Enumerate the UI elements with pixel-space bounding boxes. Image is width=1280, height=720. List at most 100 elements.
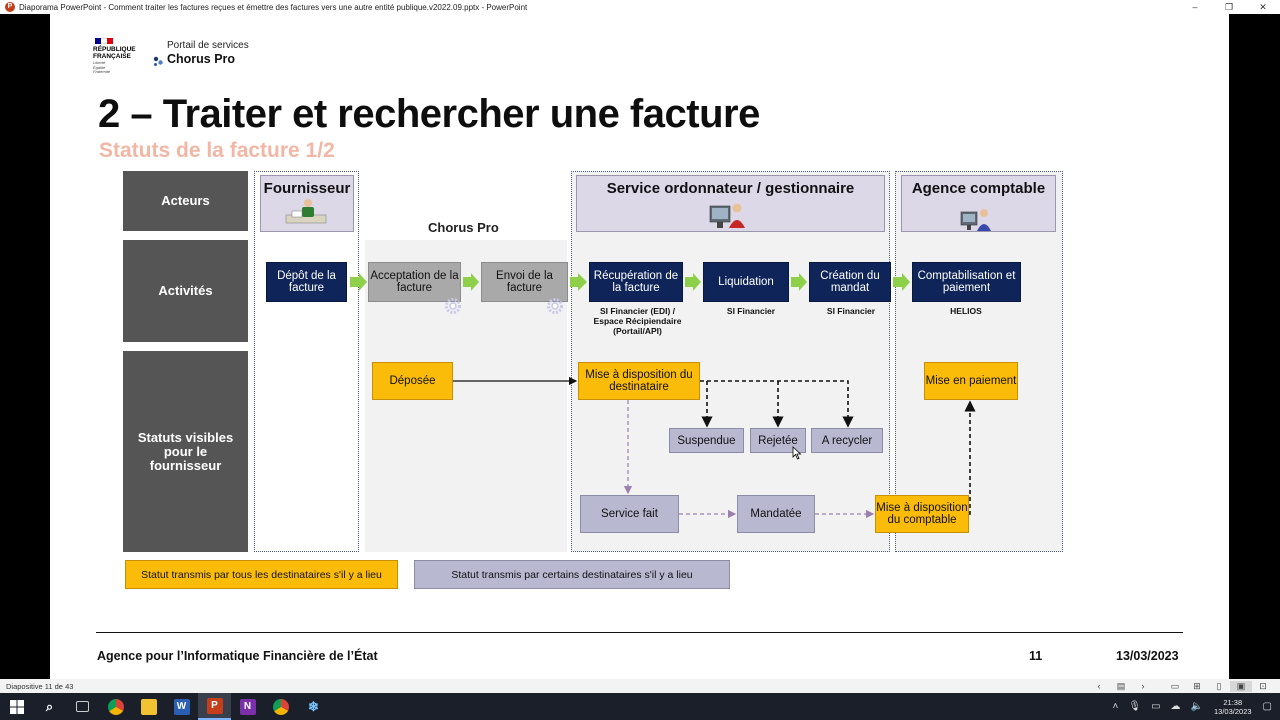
actor-comptable: Agence comptable — [901, 175, 1056, 232]
fit-to-window-icon[interactable]: ⊡ — [1259, 680, 1267, 691]
slide-sorter-icon[interactable]: ⊞ — [1193, 680, 1201, 691]
motto-egalite: Égalité — [93, 64, 106, 70]
window-titlebar: P Diaporama PowerPoint - Comment traiter… — [0, 0, 1280, 14]
word-icon: W — [173, 698, 190, 715]
taskbar-chrome-profile[interactable] — [264, 693, 297, 720]
status-mandatee: Mandatée — [737, 495, 815, 533]
onenote-icon: N — [239, 698, 256, 715]
system-comptabilisation: HELIOS — [950, 306, 982, 316]
rf-line1: RÉPUBLIQUE — [93, 46, 136, 53]
row-header-statuses-l3: fournisseur — [149, 457, 222, 473]
start-button[interactable] — [0, 693, 33, 720]
gear-icon — [547, 298, 563, 314]
status-mise-a-disposition-destinataire: Mise à disposition du destinataire — [578, 362, 700, 400]
activity-comptabilisation: Comptabilisation et paiement — [912, 262, 1021, 302]
taskbar-app[interactable]: ❄ — [297, 693, 330, 720]
status-suspendue: Suspendue — [669, 428, 744, 453]
activity-envoi: Envoi de la facture — [481, 262, 568, 302]
portal-subtitle: Portail de services — [167, 40, 249, 51]
activity-acceptation: Acceptation de la facture — [368, 262, 461, 302]
motto-liberte: Liberté — [93, 60, 106, 65]
actor-ordonnateur-label: Service ordonnateur / gestionnaire — [606, 180, 855, 197]
minimize-button[interactable]: – — [1192, 2, 1198, 12]
previous-slide-icon[interactable]: ‹ — [1097, 681, 1101, 691]
slideshow-view-icon[interactable]: ▣ — [1230, 680, 1252, 692]
system-liquidation: SI Financier — [726, 306, 776, 316]
row-header-statuses-l2: pour le — [163, 443, 208, 459]
computer-user-icon — [709, 203, 745, 228]
supplier-person-icon — [285, 199, 327, 224]
chrome-icon — [107, 698, 124, 715]
footer-page-number: 11 — [1029, 649, 1043, 663]
system-recuperation-l2: Espace Récipiendaire — [593, 316, 682, 326]
notification-icon[interactable]: ▢ — [1262, 701, 1272, 712]
normal-view-icon[interactable]: ▭ — [1170, 680, 1180, 691]
status-rejetee: Rejetée — [750, 428, 806, 453]
republique-francaise-logo: RÉPUBLIQUE FRANÇAISE — [93, 46, 136, 60]
motto-fraternite: Fraternité — [93, 69, 111, 74]
network-icon[interactable]: ▭ — [1151, 701, 1161, 712]
restore-button[interactable]: ❐ — [1224, 1, 1234, 12]
portal-name: Chorus Pro — [167, 52, 236, 66]
footer-divider — [96, 632, 1183, 633]
system-recuperation: SI Financier (EDI) / Espace Récipiendair… — [575, 306, 700, 336]
chevron-up-icon[interactable]: ˄ — [1112, 701, 1119, 712]
slide-canvas[interactable]: RÉPUBLIQUE FRANÇAISE Liberté Égalité Fra… — [50, 14, 1229, 679]
reading-view-icon[interactable]: ▯ — [1216, 680, 1222, 691]
search-button[interactable]: ⌕ — [33, 693, 66, 720]
footer-date: 13/03/2023 — [1116, 649, 1179, 663]
actor-supplier-label: Fournisseur — [263, 180, 351, 197]
volume-icon[interactable]: 🔈 — [1190, 701, 1203, 712]
activity-recuperation: Récupération de la facture — [589, 262, 683, 302]
presentation-left-margin — [0, 14, 50, 679]
comptable-zone — [895, 171, 1063, 552]
close-button[interactable]: ✕ — [1259, 1, 1267, 12]
window-title: Diaporama PowerPoint - Comment traiter l… — [19, 2, 528, 12]
windows-taskbar: ⌕ W P N ❄ ˄ 🎙 ▭ ☁ 🔈 21:38 13/03/2023 ▢ — [0, 693, 1280, 720]
supplier-zone — [254, 171, 359, 552]
row-header-activities: Activités — [123, 240, 248, 342]
row-header-statuses-l1: Statuts visibles — [137, 429, 234, 445]
taskbar-chrome[interactable] — [99, 693, 132, 720]
clock-time: 21:38 — [1223, 697, 1243, 707]
activity-depot: Dépôt de la facture — [266, 262, 347, 302]
taskbar-powerpoint[interactable]: P — [198, 693, 231, 720]
clock-date: 13/03/2023 — [1214, 706, 1252, 716]
windows-logo-icon — [9, 699, 24, 714]
actor-ordonnateur: Service ordonnateur / gestionnaire — [576, 175, 885, 232]
system-recuperation-l3: (Portail/API) — [613, 326, 662, 336]
legend-all-recipients: Statut transmis par tous les destinatair… — [125, 560, 398, 589]
slide-menu-icon[interactable]: ▤ — [1116, 680, 1126, 691]
legend-some-recipients: Statut transmis par certains destinatair… — [414, 560, 730, 589]
footer-agency: Agence pour l’Informatique Financière de… — [97, 649, 378, 663]
snowflake-icon: ❄ — [308, 698, 319, 714]
actor-chorus-pro: Chorus Pro — [428, 220, 499, 235]
chorus-pro-logo-icon — [153, 56, 163, 66]
powerpoint-icon: P — [206, 697, 223, 714]
search-icon: ⌕ — [45, 698, 54, 714]
slide-title: 2 – Traiter et rechercher une facture — [98, 92, 760, 136]
cloud-icon[interactable]: ☁ — [1170, 701, 1181, 712]
taskbar-clock[interactable]: 21:38 13/03/2023 — [1214, 698, 1252, 716]
mouse-cursor-icon — [792, 446, 802, 460]
gear-icon — [445, 298, 461, 314]
row-header-statuses: Statuts visibles pour le fournisseur — [123, 351, 248, 552]
slide-counter: Diapositive 11 de 43 — [6, 681, 74, 691]
task-view-button[interactable] — [66, 693, 99, 720]
taskbar-file-explorer[interactable] — [132, 693, 165, 720]
status-service-fait: Service fait — [580, 495, 679, 533]
activity-liquidation: Liquidation — [703, 262, 789, 302]
rf-line2: FRANÇAISE — [93, 53, 131, 60]
microphone-icon[interactable]: 🎙 — [1128, 701, 1142, 712]
taskbar-word[interactable]: W — [165, 693, 198, 720]
powerpoint-app-icon: P — [5, 2, 15, 12]
actor-comptable-label: Agence comptable — [911, 180, 1046, 197]
activity-creation-mandat: Création du mandat — [809, 262, 891, 302]
taskbar-onenote[interactable]: N — [231, 693, 264, 720]
accountant-user-icon — [960, 209, 991, 231]
status-deposee: Déposée — [372, 362, 453, 400]
system-creation: SI Financier — [826, 306, 876, 316]
next-slide-icon[interactable]: › — [1141, 681, 1145, 691]
french-flag-icon — [95, 38, 113, 44]
folder-icon — [140, 698, 157, 715]
